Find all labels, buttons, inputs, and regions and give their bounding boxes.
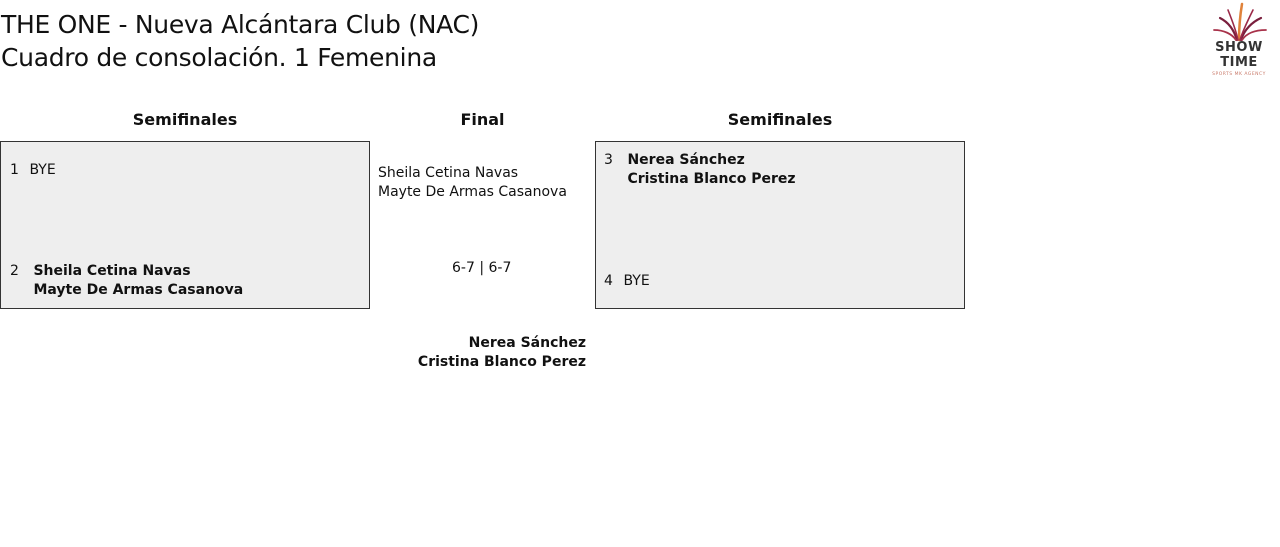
player-name: Nerea Sánchez [627,152,745,168]
round-header-left-semifinal: Semifinales [132,110,238,129]
player-names: BYE [29,161,55,180]
logo-word-time: TIME [1220,55,1258,70]
player-name: Cristina Blanco Perez [417,354,586,370]
player-name: Sheila Cetina Navas [378,165,519,181]
player-name: BYE [623,273,650,289]
seed-number: 2 [10,263,19,279]
round-header-final: Final [460,110,505,129]
showtime-logo: SHOW TIME SPORTS MK AGENCY [1206,0,1272,82]
fireworks-icon [1213,2,1267,42]
left-slot-1: 1 BYE [10,161,56,180]
draw-title: Cuadro de consolación. 1 Femenina [1,43,437,72]
draw-winner: Nerea Sánchez Cristina Blanco Perez [418,334,586,372]
player-name: BYE [29,162,56,178]
player-name: Sheila Cetina Navas [33,263,191,279]
final-score: 6-7 | 6-7 [452,260,512,276]
player-name: Nerea Sánchez [468,335,586,351]
right-slot-2: 4 BYE [604,272,650,291]
left-semifinal-match[interactable]: 1 BYE 2 Sheila Cetina Navas Mayte De Arm… [0,141,370,309]
player-names: Nerea Sánchez Cristina Blanco Perez [623,151,795,189]
right-slot-1: 3 Nerea Sánchez Cristina Blanco Perez [604,151,796,189]
left-slot-2: 2 Sheila Cetina Navas Mayte De Armas Cas… [10,262,243,300]
logo-tagline: SPORTS MK AGENCY [1212,72,1266,77]
page-title: THE ONE - Nueva Alcántara Club (NAC) Cua… [1,8,479,74]
player-name: Mayte De Armas Casanova [378,184,567,200]
player-name: Mayte De Armas Casanova [33,282,244,298]
player-names: BYE [623,272,649,291]
right-semifinal-match[interactable]: 3 Nerea Sánchez Cristina Blanco Perez 4 … [595,141,965,309]
player-name: Cristina Blanco Perez [627,171,796,187]
seed-number: 3 [604,152,613,168]
round-header-right-semifinal: Semifinales [727,110,833,129]
tournament-title: THE ONE - Nueva Alcántara Club (NAC) [1,10,480,39]
final-players: Sheila Cetina Navas Mayte De Armas Casan… [378,164,567,202]
seed-number: 4 [604,273,613,289]
seed-number: 1 [10,162,19,178]
player-names: Sheila Cetina Navas Mayte De Armas Casan… [29,262,243,300]
logo-word-show: SHOW [1215,40,1263,55]
